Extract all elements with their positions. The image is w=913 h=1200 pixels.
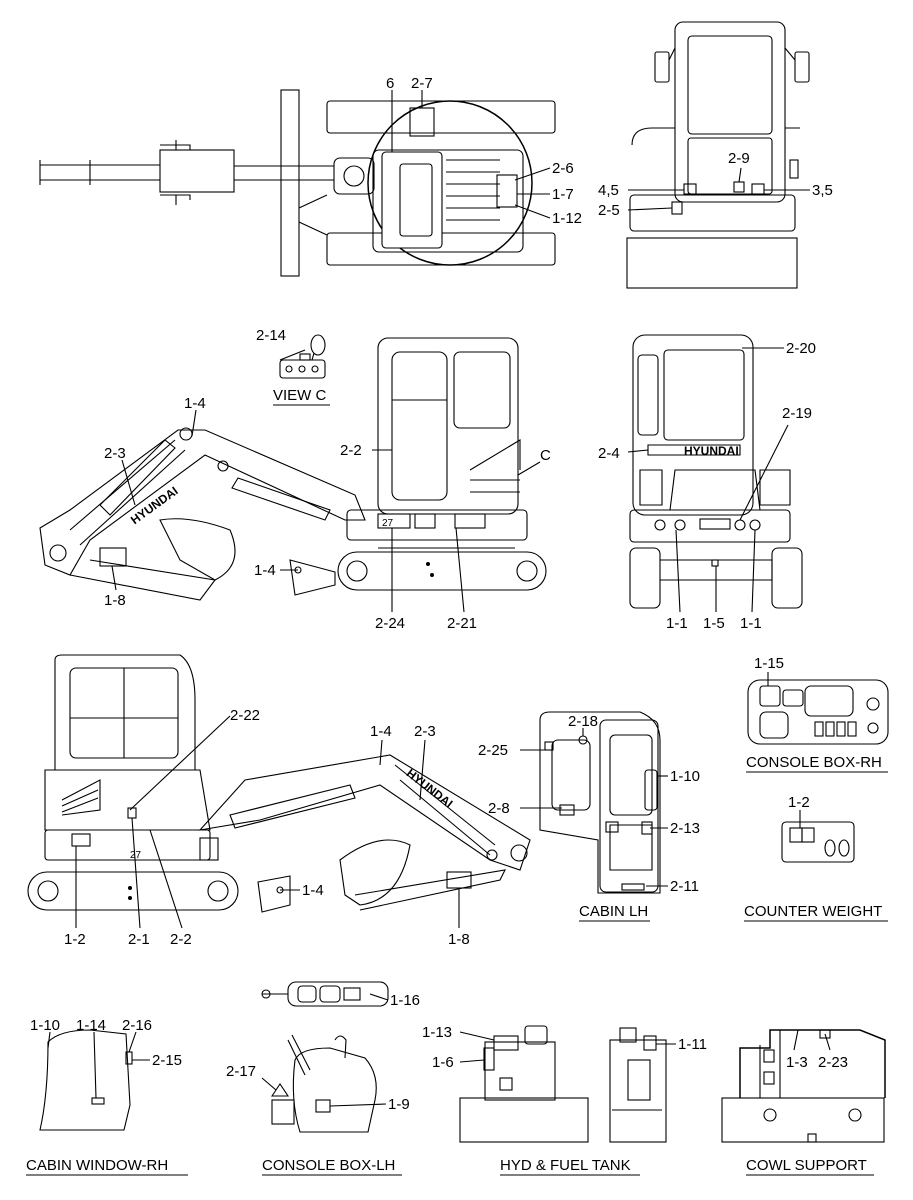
counter-weight-detail xyxy=(781,821,855,863)
title-console-box-lh: CONSOLE BOX-LH xyxy=(262,1157,395,1174)
callout-left-1-2: 1-2 xyxy=(64,931,86,948)
callout-left-2-3: 2-3 xyxy=(414,723,436,740)
callout-tank-1-13: 1-13 xyxy=(422,1024,452,1041)
callout-tank-1-6: 1-6 xyxy=(432,1054,454,1071)
callout-top-1-7: 1-7 xyxy=(552,186,574,203)
callout-window-1-14: 1-14 xyxy=(76,1017,106,1034)
callout-console-lh-2-17: 2-17 xyxy=(226,1063,256,1080)
callout-side-2-2: 2-2 xyxy=(340,442,362,459)
title-cowl-support: COWL SUPPORT xyxy=(746,1157,867,1174)
callout-tank-1-11: 1-11 xyxy=(678,1036,707,1053)
title-cabin-lh: CABIN LH xyxy=(579,903,648,920)
callout-window-1-10: 1-10 xyxy=(30,1017,60,1034)
view-c-detail xyxy=(279,334,326,379)
callout-left-1-4a: 1-4 xyxy=(370,723,392,740)
callout-cowl-1-3: 1-3 xyxy=(786,1054,808,1071)
cabin-window-rh-detail xyxy=(39,1029,133,1131)
callout-left-2-22: 2-22 xyxy=(230,707,260,724)
model-decal-left: 27 xyxy=(130,850,142,861)
title-hyd-fuel-tank: HYD & FUEL TANK xyxy=(500,1157,631,1174)
callout-front-1-5: 1-5 xyxy=(703,615,725,632)
hyundai-rear-decal: HYUNDAI xyxy=(684,444,739,458)
leader-lines xyxy=(47,90,831,1107)
top-view xyxy=(39,89,556,277)
callout-top-1-12: 1-12 xyxy=(552,210,582,227)
callout-cab-2-11: 2-11 xyxy=(670,878,699,895)
callout-front-1-1a: 1-1 xyxy=(666,615,688,632)
callout-counter-weight-1-2: 1-2 xyxy=(788,794,810,811)
callout-rear-2-5: 2-5 xyxy=(598,202,620,219)
callout-view-c-2-14: 2-14 xyxy=(256,327,286,344)
callout-top-2-7: 2-7 xyxy=(411,75,433,92)
side-view-excavator xyxy=(39,337,547,601)
hyd-fuel-tank-detail xyxy=(459,1025,667,1143)
title-cabin-window-rh: CABIN WINDOW-RH xyxy=(26,1157,168,1174)
callout-labels: 6 2-7 2-6 1-7 1-12 2-9 4,5 3,5 2-5 2-14 … xyxy=(30,75,848,1113)
callout-left-1-4b: 1-4 xyxy=(302,882,324,899)
callout-cab-1-10: 1-10 xyxy=(670,768,700,785)
model-decal-side: 27 xyxy=(382,518,394,529)
callout-left-2-2: 2-2 xyxy=(170,931,192,948)
callout-cab-2-25: 2-25 xyxy=(478,742,508,759)
console-box-rh-detail xyxy=(747,679,889,745)
callout-cowl-2-23: 2-23 xyxy=(818,1054,848,1071)
callout-front-2-4: 2-4 xyxy=(598,445,620,462)
view-titles: VIEW C CONSOLE BOX-RH CABIN LH COUNTER W… xyxy=(26,387,888,1176)
callout-front-1-1b: 1-1 xyxy=(740,615,762,632)
callout-cab-2-13: 2-13 xyxy=(670,820,700,837)
cabin-lh-detail xyxy=(539,711,661,894)
front-view xyxy=(629,334,803,609)
callout-front-2-20: 2-20 xyxy=(786,340,816,357)
callout-front-2-19: 2-19 xyxy=(782,405,812,422)
callout-window-2-16: 2-16 xyxy=(122,1017,152,1034)
callout-top-2-6: 2-6 xyxy=(552,160,574,177)
callout-rear-3-5: 3,5 xyxy=(812,182,833,199)
callout-side-1-4b: 1-4 xyxy=(254,562,276,579)
callout-window-2-15: 2-15 xyxy=(152,1052,182,1069)
callout-side-1-4a: 1-4 xyxy=(184,395,206,412)
title-console-box-rh: CONSOLE BOX-RH xyxy=(746,754,882,771)
callout-side-2-24: 2-24 xyxy=(375,615,405,632)
callout-cab-2-8: 2-8 xyxy=(488,800,510,817)
callout-console-rh-1-15: 1-15 xyxy=(754,655,784,672)
callout-console-lh-1-16: 1-16 xyxy=(390,992,420,1009)
cowl-support-detail xyxy=(721,1029,886,1143)
callout-top-6: 6 xyxy=(386,75,394,92)
title-view-c: VIEW C xyxy=(273,387,327,404)
rear-view xyxy=(626,21,810,289)
callout-rear-4-5: 4,5 xyxy=(598,182,619,199)
callout-left-2-1: 2-1 xyxy=(128,931,150,948)
console-box-lh-detail xyxy=(261,981,389,1133)
title-counter-weight: COUNTER WEIGHT xyxy=(744,903,882,920)
callout-side-c: C xyxy=(540,447,551,464)
callout-side-2-3: 2-3 xyxy=(104,445,126,462)
callout-console-lh-1-9: 1-9 xyxy=(388,1096,410,1113)
callout-rear-2-9: 2-9 xyxy=(728,150,750,167)
callout-cab-2-18: 2-18 xyxy=(568,713,598,730)
left-side-view-excavator xyxy=(27,654,531,913)
callout-left-1-8: 1-8 xyxy=(448,931,470,948)
callout-side-2-21: 2-21 xyxy=(447,615,477,632)
callout-side-1-8: 1-8 xyxy=(104,592,126,609)
